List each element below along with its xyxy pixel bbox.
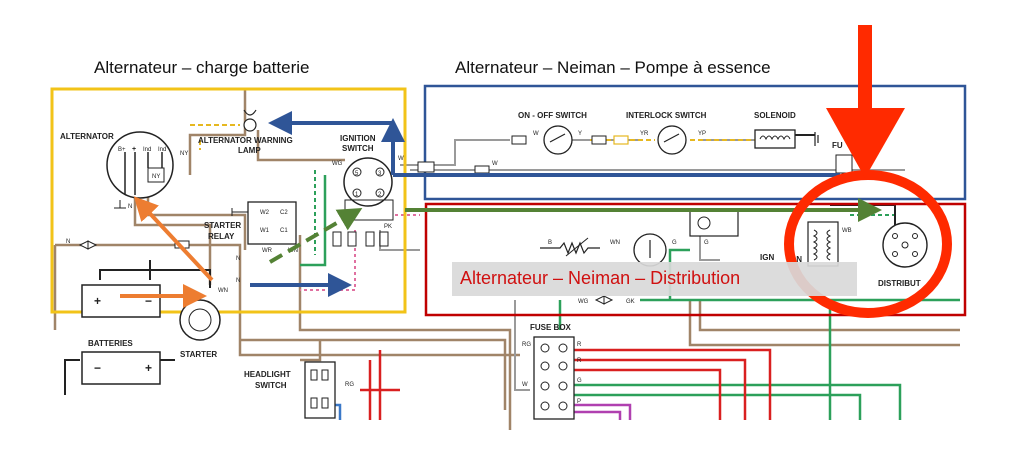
headlight-label-1: HEADLIGHT — [244, 370, 291, 379]
starter-relay: W2 C2 W1 C1 STARTER RELAY WR WN — [204, 201, 298, 254]
wire-code-w-mid: W — [492, 161, 498, 167]
warning-lamp-label-2: LAMP — [238, 146, 261, 155]
red-highlight — [784, 25, 952, 318]
svg-text:−: − — [94, 361, 101, 375]
relay-terminal-c1: C1 — [280, 228, 288, 234]
svg-text:−: − — [145, 294, 152, 308]
interlock-switch: INTERLOCK SWITCH YR YP — [613, 111, 707, 155]
ignition-terminal-3: 3 — [378, 171, 382, 177]
wire-code-wg-1: WG — [332, 161, 343, 167]
distributor: DISTRIBUT — [878, 222, 928, 288]
ignition-switch: 5 3 1 2 IGNITION SWITCH WG PK W — [332, 134, 404, 247]
svg-text:+: + — [145, 361, 152, 375]
green-arrows — [268, 198, 882, 264]
wire-code-wn-2: WN — [218, 288, 228, 294]
heading-distribution: Alternateur – Neiman – Distribution — [460, 268, 741, 288]
ignition-switch-label-1: IGNITION — [340, 134, 376, 143]
ignition-terminal-1: 1 — [355, 192, 359, 198]
heading-pompe-essence: Alternateur – Neiman – Pompe à essence — [455, 58, 771, 77]
ignition-terminal-5: 5 — [355, 171, 359, 177]
wire-code-n-4: N — [236, 256, 240, 262]
wire-code-w-ign: W — [398, 156, 404, 162]
wire-code-n-5: N — [236, 278, 240, 284]
headlight-switch: HEADLIGHT SWITCH RG — [244, 361, 354, 419]
wire-code-wn-3: WN — [610, 240, 620, 246]
fuse-partial-label: FU — [832, 141, 843, 150]
red-wires — [360, 348, 772, 420]
yellow-box — [50, 87, 407, 314]
wire-code-n-1: N — [128, 204, 132, 210]
batteries: + − BATTERIES − + — [81, 284, 161, 385]
wire-code-rg-1: RG — [345, 382, 354, 388]
wire-code-r-1: R — [577, 342, 582, 348]
starter-label: STARTER — [180, 350, 217, 359]
wire-code-gk: GK — [626, 299, 635, 305]
solenoid-label: SOLENOID — [754, 111, 796, 120]
fuse-box: FUSE BOX RG R R G W P — [522, 323, 582, 420]
orange-arrows — [120, 196, 214, 308]
wire-code-g-2: G — [704, 240, 709, 246]
orange-arrow-alternator — [133, 196, 214, 282]
blue-box — [423, 84, 967, 201]
alternator-terminal-plus: + — [132, 146, 136, 153]
on-off-switch: ON - OFF SWITCH W Y — [511, 111, 607, 155]
svg-text:+: + — [94, 294, 101, 308]
starter-relay-label-2: RELAY — [208, 232, 235, 241]
wire-code-wg-2: WG — [578, 299, 589, 305]
alternator: ALTERNATOR B+ + Ind Ind NY NY N N — [60, 131, 188, 210]
wire-code-ny-2: NY — [180, 151, 188, 157]
wire-code-yr: YR — [640, 131, 649, 137]
relay-terminal-w1: W1 — [260, 228, 270, 234]
wire-code-wb: WB — [842, 228, 852, 234]
heading-charge-batterie: Alternateur – charge batterie — [94, 58, 310, 77]
wire-code-p: P — [577, 399, 581, 405]
warning-lamp-label-1: ALTERNATOR WARNING — [198, 136, 293, 145]
wire-code-pk: PK — [384, 224, 392, 230]
relay-terminal-w2: W2 — [260, 210, 270, 216]
wire-code-n-3: N — [66, 239, 70, 245]
alternator-terminal-bplus: B+ — [118, 147, 126, 153]
relay-terminal-c2: C2 — [280, 210, 288, 216]
starter-motor: STARTER WN — [179, 288, 228, 359]
wire-code-y-onoff: Y — [578, 131, 582, 137]
wire-code-w-onoff: W — [533, 131, 539, 137]
alternator-terminal-ind1: Ind — [143, 147, 151, 153]
alternator-label: ALTERNATOR — [60, 132, 114, 141]
purple-wires — [560, 403, 632, 420]
wire-code-wn-1: WN — [288, 248, 298, 254]
starter-relay-label-1: STARTER — [204, 221, 241, 230]
wire-code-rg-2: RG — [522, 342, 531, 348]
wire-code-b: B — [548, 240, 552, 246]
wire-code-g-fuse: G — [577, 378, 582, 384]
wire-code-r-2: R — [577, 358, 582, 364]
wire-code-wr: WR — [262, 248, 273, 254]
green-arrow-dashed — [268, 207, 363, 264]
red-box — [424, 202, 967, 317]
wire-code-w-fuse: W — [522, 382, 528, 388]
caption-background — [452, 262, 857, 296]
distributor-label: DISTRIBUT — [878, 279, 921, 288]
ignition-coil: WB IGN ON — [760, 221, 852, 267]
interlock-switch-label: INTERLOCK SWITCH — [626, 111, 707, 120]
on-off-switch-label: ON - OFF SWITCH — [518, 111, 587, 120]
wire-code-ny-1: NY — [152, 174, 160, 180]
alternator-terminal-ind2: Ind — [158, 147, 166, 153]
pink-wires — [300, 214, 420, 291]
wire-code-yp: YP — [698, 131, 706, 137]
solenoid: SOLENOID FU — [754, 111, 853, 174]
ignition-circuit: B WN G G WG GK — [540, 209, 739, 305]
fuse-box-label: FUSE BOX — [530, 323, 572, 332]
warning-lamp: ALTERNATOR WARNING LAMP — [198, 109, 293, 155]
wire-code-g-1: G — [672, 240, 677, 246]
ignition-terminal-2: 2 — [378, 192, 382, 198]
ignition-coil-label-2: ON — [790, 255, 802, 264]
blue-arrows — [250, 111, 840, 297]
ignition-coil-label-1: IGN — [760, 253, 774, 262]
batteries-label: BATTERIES — [88, 339, 133, 348]
ignition-switch-label-2: SWITCH — [342, 144, 374, 153]
headlight-label-2: SWITCH — [255, 381, 287, 390]
